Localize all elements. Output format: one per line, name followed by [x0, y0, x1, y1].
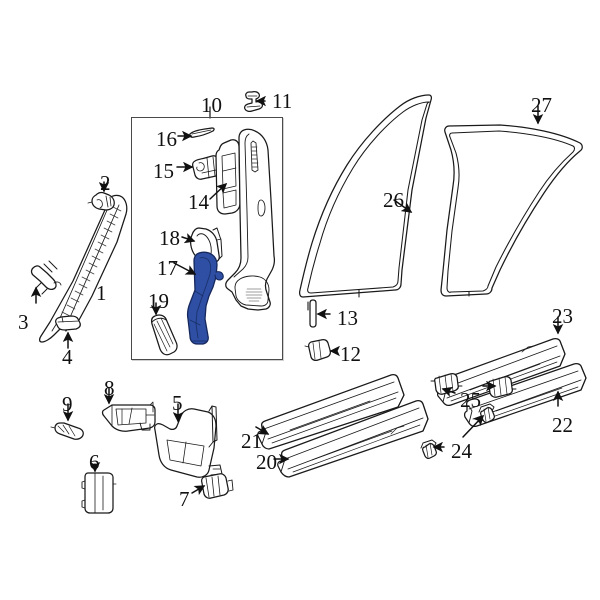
part-19-pillar-trim-access-cover	[151, 314, 178, 356]
part-10-center-pillar-trim-panel	[225, 128, 276, 311]
callout-number-15: 15	[153, 159, 174, 183]
callout-number-17: 17	[157, 256, 178, 280]
callout-number-2: 2	[100, 171, 111, 195]
callout-number-3: 3	[18, 310, 29, 334]
callout-number-7: 7	[179, 487, 190, 511]
callout-number-24: 24	[451, 439, 472, 463]
callout-number-11: 11	[272, 89, 293, 113]
part-6-trim-bracket-small	[81, 472, 117, 514]
part-14-seat-belt-height-adjuster-cover	[215, 139, 241, 215]
part-12-pillar-trim-clip-lower	[304, 339, 335, 361]
callout-number-19: 19	[148, 289, 169, 313]
callout-number-26: 26	[383, 188, 404, 212]
part-24-sill-plate-push-clip-right	[478, 403, 496, 424]
part-26-front-door-weatherstrip-seal	[299, 94, 433, 298]
callout-number-20: 20	[256, 450, 277, 474]
part-3-trim-screw-fastener	[30, 260, 62, 295]
callout-number-9: 9	[62, 392, 73, 416]
callout-number-25: 25	[460, 388, 481, 412]
part-2-pillar-trim-retainer-clip	[87, 191, 115, 211]
callout-number-6: 6	[89, 450, 100, 474]
part-5-cowl-side-trim-panel	[153, 405, 223, 478]
callout-number-16: 16	[156, 127, 177, 151]
callout-number-13: 13	[337, 306, 358, 330]
part-4-trim-cover-cap	[54, 315, 81, 331]
part-8-kick-panel-trim-bracket	[101, 401, 156, 432]
callout-number-12: 12	[340, 342, 361, 366]
callout-number-27: 27	[531, 93, 552, 117]
part-1-front-pillar-trim-panel	[39, 194, 128, 343]
callout-number-1: 1	[96, 281, 107, 305]
callout-number-18: 18	[159, 226, 180, 250]
part-7-cowl-trim-retainer-clip	[200, 473, 234, 499]
part-9-trim-pin-fastener	[50, 422, 84, 440]
callout-number-5: 5	[172, 391, 183, 415]
callout-number-14: 14	[188, 190, 209, 214]
callout-number-8: 8	[104, 376, 115, 400]
part-24-sill-plate-push-clip-left	[420, 439, 438, 460]
callout-number-4: 4	[62, 345, 73, 369]
callout-number-10: 10	[201, 93, 222, 117]
callout-number-23: 23	[552, 304, 573, 328]
part-27-rear-door-weatherstrip-seal	[440, 124, 583, 297]
part-17-center-pillar-lower-trim-panel-highlighted	[186, 251, 224, 345]
callout-number-21: 21	[241, 429, 262, 453]
pillar-trim-detail-box	[131, 117, 283, 360]
callout-number-22: 22	[552, 413, 573, 437]
part-20-front-door-sill-plate-inner	[277, 400, 429, 478]
